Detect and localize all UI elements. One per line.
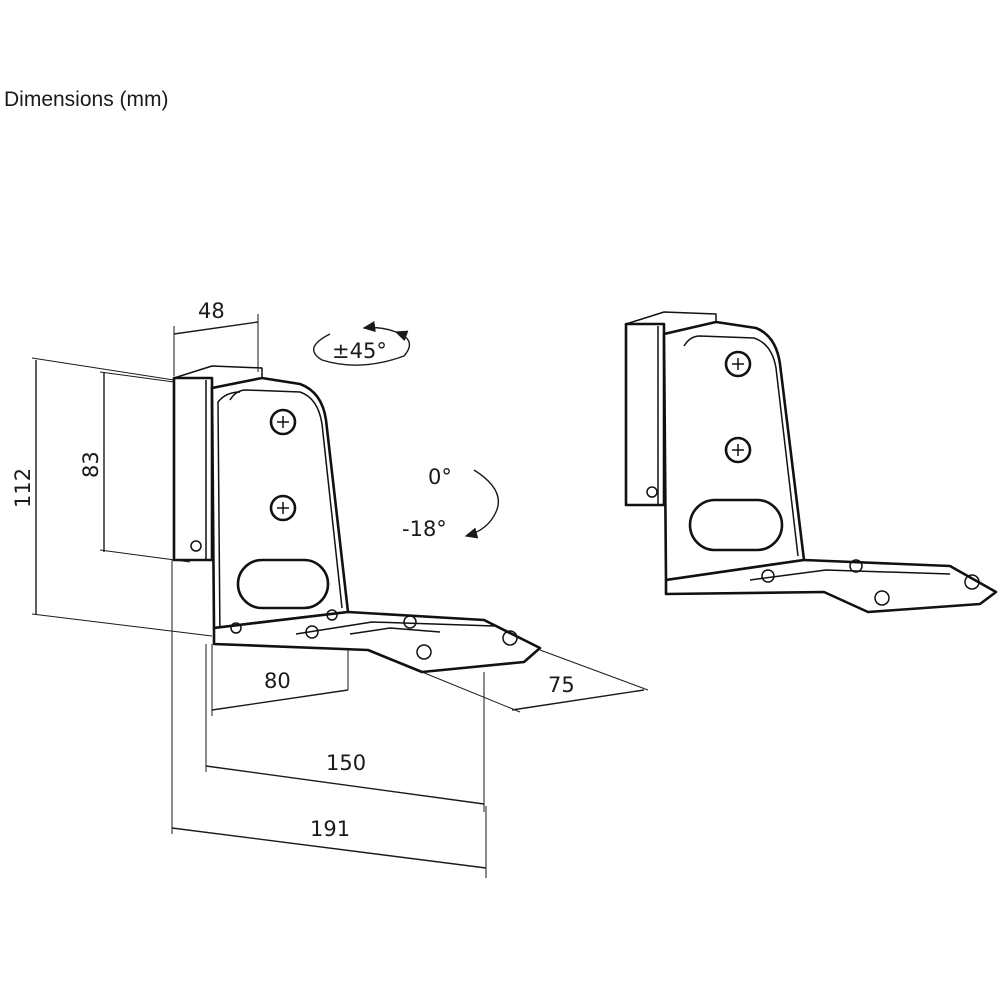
left-bracket-base-plate — [212, 610, 542, 674]
right-screw-middle-icon — [724, 436, 752, 464]
right-bracket-slot — [688, 498, 784, 552]
right-bracket — [624, 311, 998, 614]
tilt-top-label: 0° — [428, 465, 452, 489]
dimension-191-label: 191 — [310, 817, 350, 841]
right-bracket-back-box — [624, 322, 666, 507]
dimension-112: 112 — [11, 357, 213, 637]
right-screw-top-icon — [724, 350, 752, 378]
swivel-angle-label: ±45° — [332, 339, 387, 363]
left-screw-middle-icon — [269, 494, 297, 522]
dimension-191: 191 — [171, 560, 487, 878]
tilt-rotation-indicator: 0° -18° — [402, 465, 500, 541]
left-screw-top-icon — [269, 408, 297, 436]
dimension-150-label: 150 — [326, 751, 366, 775]
left-bracket — [172, 365, 542, 674]
dimension-83: 83 — [79, 371, 191, 563]
dimension-83-label: 83 — [79, 451, 103, 478]
dimension-112-label: 112 — [11, 468, 35, 508]
dimension-75: 75 — [421, 649, 649, 713]
left-bracket-back-box — [172, 376, 214, 562]
dimension-48-label: 48 — [198, 299, 225, 323]
dimension-80-label: 80 — [264, 669, 291, 693]
swivel-rotation-indicator: ±45° — [313, 321, 411, 366]
dimension-80: 80 — [211, 644, 349, 716]
dimension-150: 150 — [205, 644, 485, 812]
dimension-75-label: 75 — [548, 673, 575, 697]
dimension-48: 48 — [173, 299, 259, 376]
diagram-title: Dimensions (mm) — [4, 88, 169, 111]
left-bracket-slot — [236, 558, 330, 610]
tilt-bottom-label: -18° — [402, 517, 447, 541]
